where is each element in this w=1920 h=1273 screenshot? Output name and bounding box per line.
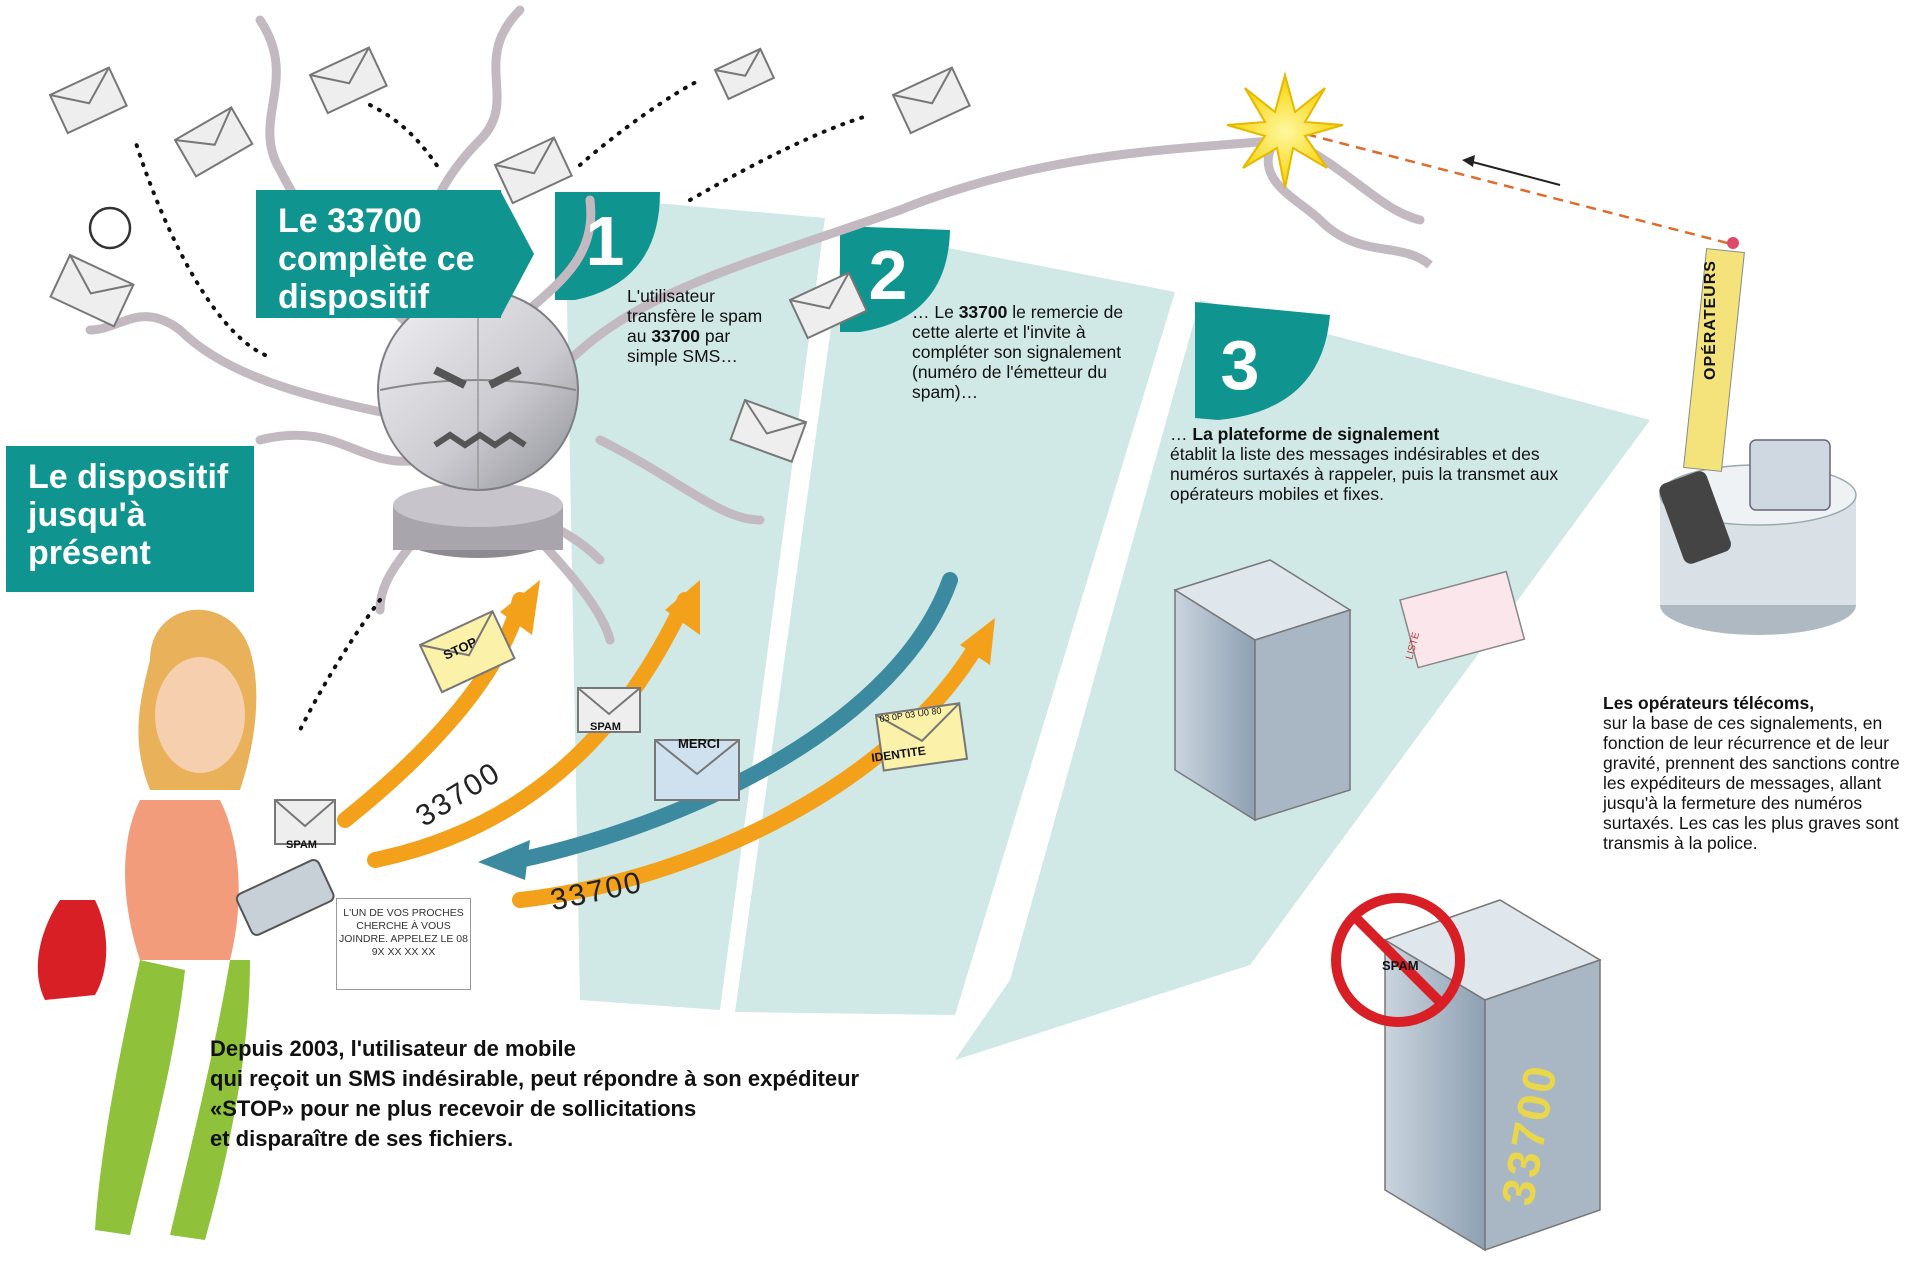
bottom-text-line-1: Depuis 2003, l'utilisateur de mobile: [210, 1036, 576, 1061]
operators-text-bold: Les opérateurs télécoms,: [1603, 693, 1815, 713]
arrow-head-3: [478, 840, 530, 880]
woman-user: [37, 609, 335, 1240]
step-3-text-pre: …: [1170, 424, 1193, 444]
sms-message-bubble: L'UN DE VOS PROCHES CHERCHE À VOUS JOIND…: [336, 898, 471, 990]
flying-envelopes: [48, 46, 971, 463]
envelope-identite: [874, 702, 969, 772]
envelope-spam-phone: [274, 799, 336, 845]
envelope-merci-label: MERCI: [678, 736, 720, 751]
bottom-text-line-2: qui reçoit un SMS indésirable, peut répo…: [210, 1066, 860, 1091]
unhappy-face-icon: [88, 206, 132, 250]
arrow-head-4: [960, 618, 995, 665]
step-1-number: 1: [585, 202, 625, 280]
step-3-text-post: établit la liste des messages indésirabl…: [1170, 444, 1559, 504]
forbidden-spam-label: SPAM: [1382, 958, 1419, 973]
operator-wire: [1263, 137, 1433, 269]
arrow-head-2: [665, 580, 700, 635]
bottom-text-line-4: et disparaître de ses fichiers.: [210, 1126, 514, 1151]
label-new-device-arrow: [500, 190, 534, 318]
signal-arrow-head: [1462, 155, 1475, 167]
spam-robot: [377, 289, 579, 558]
band-step-2: [735, 228, 1175, 1015]
step-2-badge: [840, 226, 950, 332]
step-2-number: 2: [868, 236, 908, 314]
sun-burst-icon: [1226, 71, 1344, 189]
step-2-text: … Le 33700 le remercie de cette alerte e…: [912, 302, 1162, 402]
step-1-badge: [555, 192, 660, 300]
signal-dashed-line: [1289, 128, 1736, 247]
step-3-number: 3: [1220, 326, 1260, 404]
envelope-stop: [418, 609, 516, 694]
step-1-text-pre: L'utilisateur transfère le spam au: [627, 286, 763, 346]
label-old-device: Le dispositif jusqu'à présent: [6, 446, 254, 592]
step-3-badge: [1195, 302, 1330, 420]
bottom-text-line-3: «STOP» pour ne plus recevoir de sollicit…: [210, 1096, 697, 1121]
arrow-head-1: [500, 580, 540, 635]
bottom-text: Depuis 2003, l'utilisateur de mobile qui…: [210, 1034, 1010, 1154]
envelope-spam-phone-label: SPAM: [286, 839, 317, 851]
operators-text: Les opérateurs télécoms,sur la base de c…: [1603, 693, 1918, 853]
envelope-spam-label: SPAM: [590, 721, 621, 733]
forbidden-spam-icon: [1331, 893, 1465, 1027]
step-2-text-bold: 33700: [958, 302, 1008, 322]
step-1-text-post: par simple SMS…: [627, 326, 738, 366]
signal-arrow: [1464, 159, 1561, 186]
flow-arrows: [337, 572, 988, 908]
operators-post-label: OPÉRATEURS: [1702, 260, 1719, 380]
label-new-device: Le 33700 complète ce dispositif: [256, 190, 501, 318]
server-platform: [1173, 559, 1352, 822]
operators-text-body: sur la base de ces signalements, en fonc…: [1603, 713, 1900, 853]
step-2-text-post: le remercie de cette alerte et l'invite …: [912, 302, 1124, 402]
step-3-text-bold: La plateforme de signalement: [1192, 424, 1440, 444]
step-1-text: L'utilisateur transfère le spam au 33700…: [627, 286, 777, 366]
dotted-arrows: [133, 78, 872, 732]
step-2-text-pre: … Le: [912, 302, 959, 322]
envelope-spam: [577, 687, 641, 733]
envelope-merci: [654, 739, 740, 801]
step-1-text-bold: 33700: [651, 326, 700, 346]
list-document: [1399, 570, 1526, 669]
operators-post: [1659, 237, 1857, 635]
